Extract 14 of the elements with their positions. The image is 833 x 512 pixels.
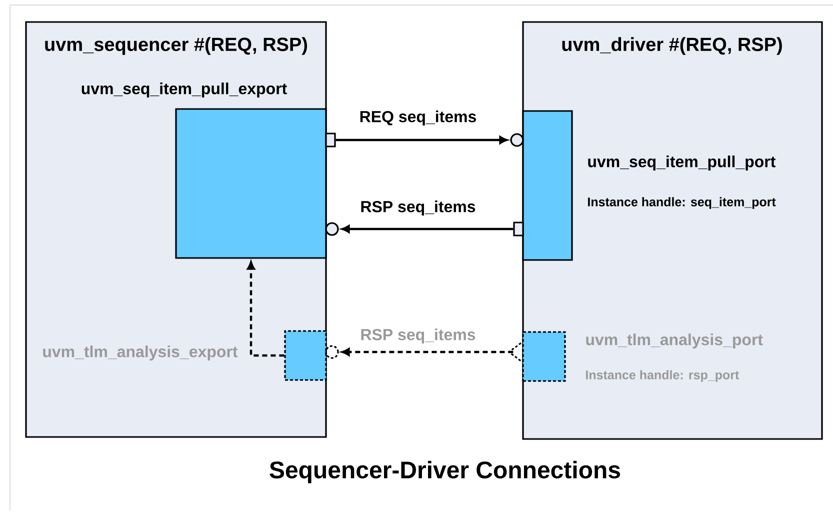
arrow <box>336 136 508 144</box>
node-label: uvm_tlm_analysis_export <box>43 346 238 360</box>
node-label: Instance handle: rsp_port <box>586 370 740 382</box>
edge-label: REQ seq_items <box>358 110 478 126</box>
arrow <box>342 348 514 356</box>
arrow <box>247 262 284 357</box>
node-label: uvm_seq_item_pull_port <box>588 156 776 170</box>
edge-label: RSP seq_items <box>359 200 477 216</box>
caption: Sequencer-Driver Connections <box>270 460 620 484</box>
node-label: Instance handle: seq_item_port <box>588 197 776 209</box>
edge-label: RSP seq_items <box>359 328 477 344</box>
node-label: uvm_seq_item_pull_export <box>82 82 287 98</box>
node-label: uvm_tlm_analysis_port <box>586 334 763 348</box>
arrow <box>342 225 514 233</box>
